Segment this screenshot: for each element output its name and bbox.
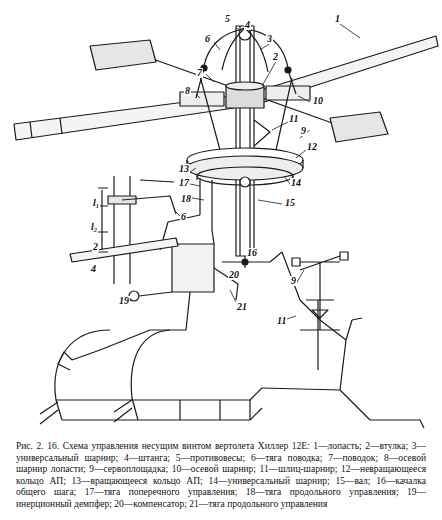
callout-number: 6 [180, 212, 187, 222]
callout-number: 12 [306, 142, 318, 152]
callout-number: 10 [312, 96, 324, 106]
callout-number: l₂ [90, 222, 98, 232]
callout-number: 9 [290, 276, 297, 286]
callout-number: 8 [184, 86, 191, 96]
callout-number: 11 [288, 114, 299, 124]
callout-number: 1 [334, 14, 341, 24]
callout-number: 13 [178, 164, 190, 174]
callout-number: 14 [290, 178, 302, 188]
callout-number: 15 [284, 198, 296, 208]
callout-number: 11 [276, 316, 287, 326]
callout-number: 4 [90, 264, 97, 274]
callout-number: 2 [92, 242, 99, 252]
callout-number: l₁ [92, 198, 100, 208]
callout-number: 18 [180, 194, 192, 204]
callout-number: 20 [228, 270, 240, 280]
callout-number: 2 [272, 52, 279, 62]
callout-number: 7 [196, 68, 203, 78]
callout-number: 19 [118, 296, 130, 306]
callout-number: 9 [300, 126, 307, 136]
figure-caption: Рис. 2. 16. Схема управления несущим вин… [16, 441, 426, 510]
callout-number: 4 [244, 20, 251, 30]
callout-number: 6 [204, 34, 211, 44]
callout-number: 5 [224, 14, 231, 24]
callout-number: 3 [266, 34, 273, 44]
callout-number: 21 [236, 302, 248, 312]
callout-number: 17 [178, 178, 190, 188]
callout-number: 16 [246, 248, 258, 258]
